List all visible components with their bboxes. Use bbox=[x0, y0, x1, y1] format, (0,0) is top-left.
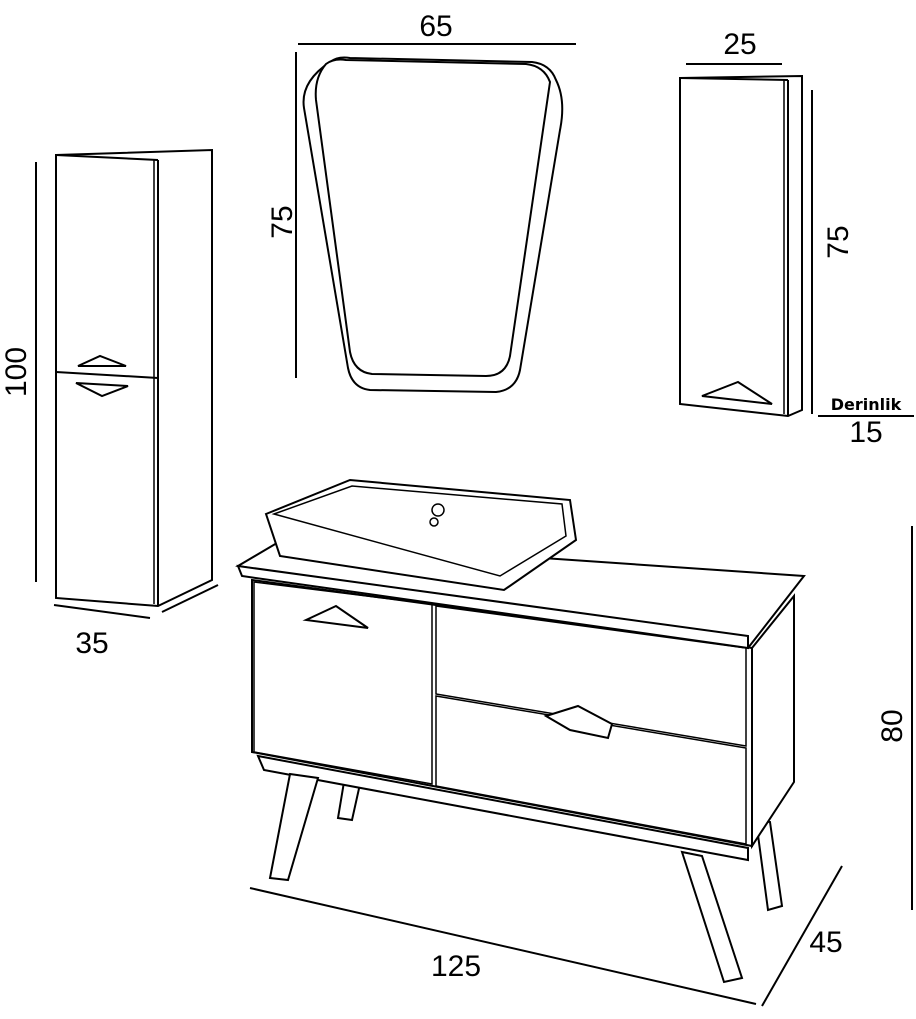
vanity-height-label: 80 bbox=[876, 709, 909, 742]
mirror-height-dimension: 75 bbox=[266, 52, 299, 378]
vanity-unit bbox=[235, 478, 806, 984]
tall-cabinet bbox=[55, 148, 213, 608]
depth-label: Derinlik bbox=[831, 395, 902, 414]
wall-cabinet-depth-dimension: Derinlik 15 bbox=[818, 395, 914, 449]
vanity-drawer-handle bbox=[543, 704, 614, 740]
tall-cabinet-width-label: 35 bbox=[75, 627, 108, 660]
mirror-width-dimension: 65 bbox=[298, 10, 576, 45]
vanity-front-legs bbox=[268, 772, 744, 984]
tall-cabinet-handle-bottom bbox=[75, 382, 129, 398]
vanity-height-dimension: 80 bbox=[876, 526, 913, 910]
mirror-width-label: 65 bbox=[419, 10, 452, 43]
tall-cabinet-height-label: 100 bbox=[0, 347, 33, 397]
wall-cabinet-handle bbox=[701, 380, 773, 405]
mirror-height-label: 75 bbox=[266, 205, 299, 238]
vanity-basin bbox=[264, 478, 578, 592]
tall-cabinet-handle-top bbox=[77, 354, 127, 367]
vanity-door-handle bbox=[302, 604, 369, 629]
vanity-width-label: 125 bbox=[431, 950, 481, 983]
vanity-depth-dimension: 45 bbox=[761, 865, 843, 1007]
tall-cabinet-height-dimension: 100 bbox=[0, 162, 37, 582]
depth-value: 15 bbox=[849, 416, 882, 449]
vanity-depth-label: 45 bbox=[809, 926, 842, 959]
wall-cabinet-height-dimension: 75 bbox=[811, 90, 855, 414]
wall-cabinet-width-label: 25 bbox=[723, 28, 756, 61]
vanity-width-dimension: 125 bbox=[249, 887, 757, 1005]
tall-cabinet-width-dimension: 35 bbox=[53, 584, 219, 660]
wall-cabinet bbox=[679, 74, 803, 418]
mirror bbox=[302, 56, 564, 394]
wall-cabinet-height-label: 75 bbox=[822, 225, 855, 258]
wall-cabinet-width-dimension: 25 bbox=[686, 28, 782, 65]
